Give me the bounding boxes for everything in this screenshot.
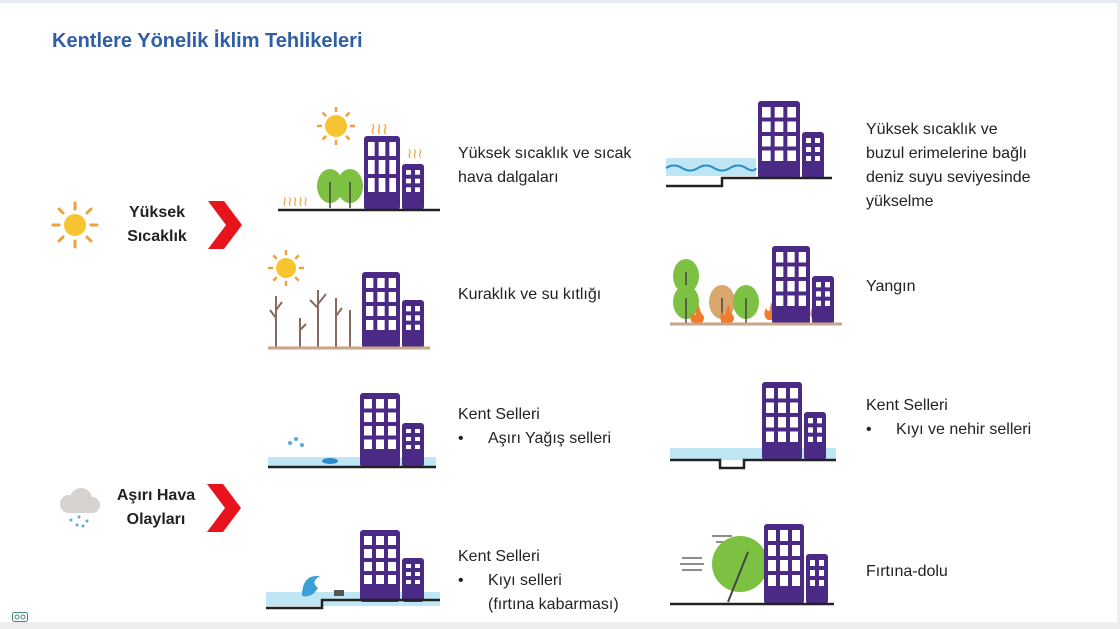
hazard-coastal-flood: Kent Selleri•Kıyı selleri(fırtına kabarm… [458,548,619,613]
building [364,136,400,210]
building [362,272,400,348]
building [804,412,826,460]
rain-drops [288,437,304,447]
hazard-river-flood: Kent Selleri•Kıyı ve nehir selleri [866,397,1032,438]
dead-trees [269,290,351,348]
hazard-storm: Fırtına-dolu [866,563,948,580]
sun-icon [51,201,99,249]
tree [712,536,768,592]
building [812,276,834,324]
scrollbar[interactable] [1117,3,1120,623]
building [402,164,424,210]
tree [733,285,759,324]
tree [337,169,363,208]
hazard-fire: Yangın [866,278,916,295]
illustration-drought [268,250,430,350]
building [806,554,828,604]
hazard-drought: Kuraklık ve su kıtlığı [458,286,602,303]
bottom-bar [0,622,1120,629]
page-title: Kentlere Yönelik İklim Tehlikeleri [52,30,363,52]
building [360,530,400,602]
building [758,101,800,179]
fire-icon [690,305,704,324]
sun-icon [268,250,304,286]
building [772,246,810,324]
sun-icon [317,107,355,145]
illustration-river-flood [670,382,836,470]
illustration-rain-flood [268,393,436,469]
building [402,423,424,467]
rain-cloud-icon [60,487,100,527]
building [402,558,424,602]
logo-icon [12,612,28,622]
building [802,132,824,179]
illustration-storm [670,524,834,606]
illustration-heat-wave: ≀≀≀≀≀≀≀≀≀≀≀ [278,107,440,212]
illustration-sea-level-rise [665,101,832,188]
car-icon [322,458,338,464]
top-border [0,0,1120,3]
hazard-rain-flood: Kent Selleri•Aşırı Yağış selleri [458,406,612,447]
tree [317,169,343,208]
building [360,393,400,467]
building [764,524,804,604]
svg-text:≀≀≀: ≀≀≀ [370,121,388,138]
tree [673,285,699,324]
illustration-fire [670,246,842,326]
fire-icon [720,305,734,324]
svg-text:≀≀≀: ≀≀≀ [407,145,423,161]
building [402,300,424,348]
illustration-coastal-flood [266,530,440,610]
chevron-right-icon [208,201,242,249]
wave-icon [302,575,320,597]
chevron-right-icon [207,484,241,532]
building [762,382,802,460]
car-icon [334,590,344,596]
svg-text:≀≀≀≀≀: ≀≀≀≀≀ [282,193,308,209]
